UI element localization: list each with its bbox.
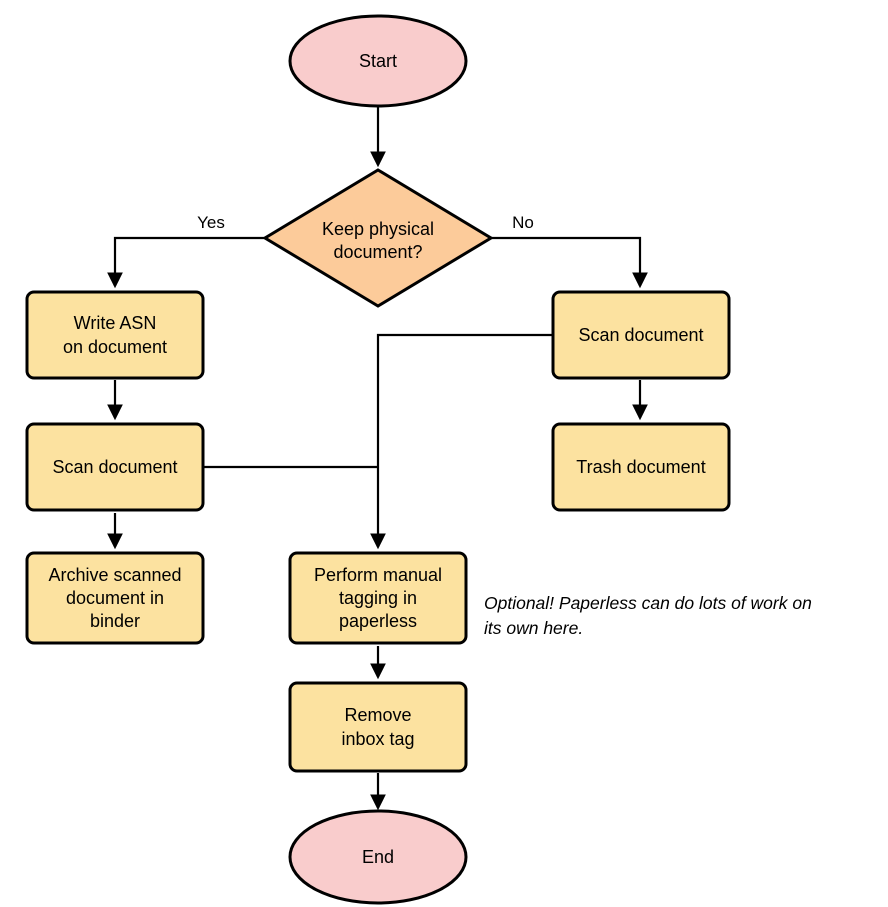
annotation-optional-note: Optional! Paperless can do lots of work … (484, 593, 812, 638)
edges-layer (107, 107, 648, 811)
annotation-line1: Optional! Paperless can do lots of work … (484, 593, 812, 613)
edge-decision-no-to-scan-right (491, 236, 648, 289)
node-archive-scanned-document[interactable]: Archive scanned document in binder (25, 551, 205, 645)
scan-document-right-label: Scan document (578, 325, 703, 345)
node-write-asn-on-document[interactable]: Write ASN on document (25, 290, 205, 380)
start-ellipse (288, 14, 468, 108)
node-scan-document-left[interactable]: Scan document (25, 422, 205, 512)
trash-document-label: Trash document (576, 457, 705, 477)
end-label: End (362, 847, 394, 867)
node-trash-document[interactable]: Trash document (551, 422, 731, 512)
trash-document-box (551, 422, 731, 512)
edge-labels-layer: Yes No (197, 213, 534, 232)
node-remove-inbox-tag[interactable]: Remove inbox tag (288, 681, 468, 773)
tagging-label-line1: Perform manual (314, 565, 442, 585)
node-end[interactable]: End (288, 809, 468, 905)
scan-document-right-box (551, 290, 731, 380)
edge-decision-yes-to-write-asn (107, 236, 265, 289)
edge-scan-right-to-tagging (370, 333, 552, 550)
decision-diamond (262, 168, 494, 308)
remove-inbox-box (288, 681, 468, 773)
end-ellipse (288, 809, 468, 905)
edge-label-no: No (512, 213, 534, 232)
node-start[interactable]: Start (288, 14, 468, 108)
remove-inbox-label-line2: inbox tag (341, 729, 414, 749)
archive-label-line3: binder (90, 611, 140, 631)
annotation-line2: its own here. (484, 618, 583, 638)
tagging-box (288, 551, 468, 645)
archive-label-line2: document in (66, 588, 164, 608)
archive-label-line1: Archive scanned (48, 565, 181, 585)
write-asn-label-line1: Write ASN (74, 313, 157, 333)
scan-document-left-label: Scan document (52, 457, 177, 477)
write-asn-label-line2: on document (63, 337, 167, 357)
scan-document-left-box (25, 422, 205, 512)
tagging-label-line2: tagging in (339, 588, 417, 608)
decision-label-line2: document? (333, 242, 422, 262)
archive-box (25, 551, 205, 645)
node-decision-keep-physical-document[interactable]: Keep physical document? (262, 168, 494, 308)
remove-inbox-label-line1: Remove (344, 705, 411, 725)
decision-label-line1: Keep physical (322, 219, 434, 239)
start-label: Start (359, 51, 397, 71)
edge-label-yes: Yes (197, 213, 225, 232)
tagging-label-line3: paperless (339, 611, 417, 631)
node-scan-document-right[interactable]: Scan document (551, 290, 731, 380)
write-asn-box (25, 290, 205, 380)
node-perform-manual-tagging[interactable]: Perform manual tagging in paperless (288, 551, 468, 645)
